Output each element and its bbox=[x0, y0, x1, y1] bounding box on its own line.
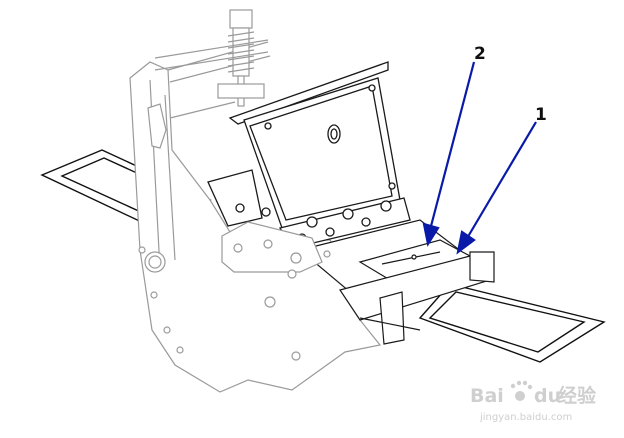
pressure-spring bbox=[154, 9, 269, 119]
watermark-url: jingyan.baidu.com bbox=[479, 412, 572, 423]
watermark-logo-cn: 经验 bbox=[558, 384, 597, 407]
paw-icon bbox=[510, 380, 533, 401]
callout-arrow-1 bbox=[456, 121, 537, 255]
media-strip-right bbox=[418, 283, 606, 363]
watermark-logo-text: Bai bbox=[470, 385, 504, 407]
printhead-assembly bbox=[207, 61, 411, 249]
side-frame bbox=[129, 41, 382, 393]
lift-lever bbox=[147, 103, 167, 149]
watermark-logo-tail: du bbox=[534, 385, 561, 407]
callout-label-1: 1 bbox=[535, 105, 547, 125]
gear-plate bbox=[221, 221, 331, 361]
callout-label-2: 2 bbox=[474, 44, 486, 64]
callout-arrow-2 bbox=[422, 61, 476, 247]
baidu-watermark: Bai du 经验 jingyan.baidu.com bbox=[470, 380, 597, 423]
